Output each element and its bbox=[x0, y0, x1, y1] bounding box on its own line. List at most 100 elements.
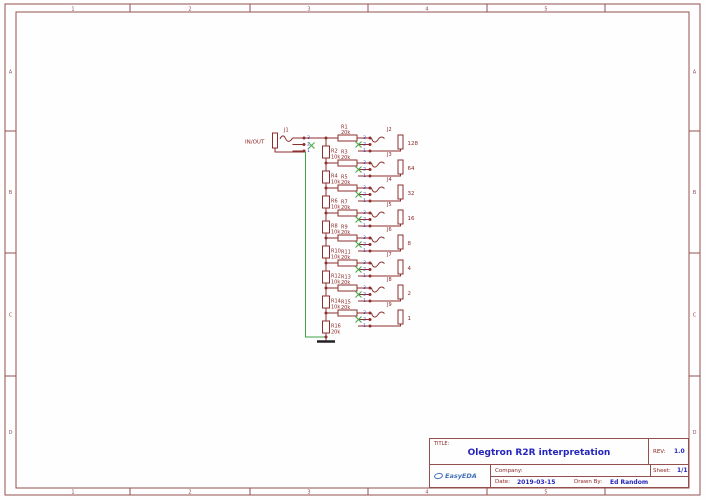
jack-barrel bbox=[397, 209, 404, 225]
pin-number: 1 bbox=[363, 223, 366, 229]
jack-switch-contact bbox=[279, 135, 293, 142]
pin-number: 3 bbox=[363, 210, 366, 216]
column-label-top: 1 bbox=[71, 7, 74, 13]
jack-switch-contact bbox=[371, 286, 385, 293]
designator-J8: J8 bbox=[386, 277, 392, 283]
title-label: TITLE: bbox=[434, 441, 450, 447]
jack-J1[interactable]: J1321 bbox=[272, 128, 315, 155]
sheet-label: Sheet: bbox=[653, 468, 671, 474]
jack-J8[interactable]: J8 321 bbox=[355, 277, 404, 304]
jack-switch-contact bbox=[371, 211, 385, 218]
pin-number: 1 bbox=[363, 198, 366, 204]
column-label-top: 4 bbox=[425, 7, 428, 13]
designator-J5: J5 bbox=[386, 202, 392, 208]
designator-R11: R11 bbox=[341, 250, 351, 256]
company-cell: Company: bbox=[491, 465, 650, 477]
designator-R1: R1 bbox=[341, 125, 348, 131]
value-R15: 20k bbox=[341, 305, 350, 311]
column-label-bottom: 1 bbox=[71, 490, 74, 496]
bit-weight-64: 64 bbox=[408, 166, 415, 172]
row-label-left: D bbox=[9, 430, 13, 436]
value-R3: 20k bbox=[341, 155, 350, 161]
pin-number: 2 bbox=[363, 292, 366, 298]
inner-border bbox=[15, 11, 690, 489]
pin-number: 3 bbox=[363, 285, 366, 291]
value-R11: 20k bbox=[341, 255, 350, 261]
jack-barrel bbox=[397, 134, 404, 150]
designator-R7: R7 bbox=[341, 200, 348, 206]
resistor-body bbox=[322, 220, 330, 234]
rev-cell: REV: 1.0 bbox=[648, 439, 688, 464]
pin-number: 1 bbox=[363, 148, 366, 154]
row-label-right: C bbox=[693, 313, 697, 319]
designator-J4: J4 bbox=[386, 177, 392, 183]
designator-R14: R14 bbox=[331, 299, 341, 305]
resistor-body bbox=[322, 170, 330, 184]
wire bbox=[370, 224, 401, 227]
value-R12: 10k bbox=[331, 280, 340, 286]
pin-number: 3 bbox=[363, 310, 366, 316]
column-label-top: 5 bbox=[544, 7, 547, 13]
sheet-title: Olegtron R2R interpretation bbox=[467, 448, 611, 458]
resistor-body bbox=[322, 245, 330, 259]
jack-switch-contact bbox=[371, 161, 385, 168]
jack-switch-contact bbox=[371, 311, 385, 318]
column-label-top: 3 bbox=[307, 7, 310, 13]
row-label-right: B bbox=[693, 190, 697, 196]
title-row: TITLE: Olegtron R2R interpretation REV: … bbox=[430, 439, 688, 465]
pin-number: 2 bbox=[363, 192, 366, 198]
jack-J4[interactable]: J4 321 bbox=[355, 177, 404, 204]
net-label-inout: IN/OUT bbox=[245, 140, 265, 146]
wire bbox=[370, 149, 401, 152]
jack-switch-contact bbox=[371, 236, 385, 243]
wire bbox=[370, 299, 401, 302]
logo-text: EasyEDA bbox=[445, 472, 477, 480]
jack-barrel bbox=[397, 309, 404, 325]
rev-value: 1.0 bbox=[674, 448, 685, 455]
pin-number: 1 bbox=[363, 248, 366, 254]
pin-number: 3 bbox=[363, 160, 366, 166]
designator-J1: J1 bbox=[283, 128, 289, 134]
value-R14: 10k bbox=[331, 305, 340, 311]
jack-switch-contact bbox=[371, 136, 385, 143]
pin-number: 2 bbox=[363, 267, 366, 273]
bit-weight-8: 8 bbox=[408, 241, 412, 247]
pin-number: 1 bbox=[363, 298, 366, 304]
ground-symbol bbox=[317, 335, 335, 343]
designator-R15: R15 bbox=[341, 300, 351, 306]
designator-J7: J7 bbox=[386, 252, 392, 258]
pin-number: 1 bbox=[363, 173, 366, 179]
wire bbox=[370, 274, 401, 277]
bit-weight-2: 2 bbox=[408, 291, 412, 297]
value-R8: 10k bbox=[331, 230, 340, 236]
pin-number: 3 bbox=[363, 185, 366, 191]
resistor-body bbox=[322, 295, 330, 309]
